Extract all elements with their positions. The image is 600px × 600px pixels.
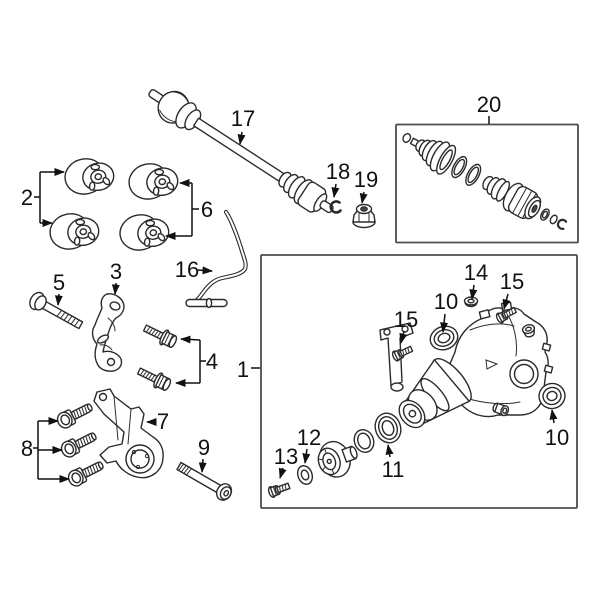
pinion-ring: [353, 429, 375, 453]
callout-label-3: 3: [110, 259, 122, 284]
callout-label-2: 2: [21, 185, 33, 210]
callout-label-7: 7: [157, 409, 169, 434]
cv-boot-kit: [402, 132, 568, 230]
callout-label-20: 20: [477, 92, 501, 117]
subframe-bushing: [46, 207, 103, 254]
subframe-bushing: [116, 208, 173, 255]
axle-output-seal-right: [538, 382, 566, 410]
callout-label-15-left: 15: [394, 307, 418, 332]
pinion-seal: [374, 412, 402, 444]
callout-label-1: 1: [237, 357, 249, 382]
callout-label-4: 4: [206, 349, 218, 374]
vent-tube: [185, 209, 248, 309]
rear-differential-housing: [379, 301, 554, 429]
callout-label-18: 18: [326, 159, 350, 184]
callout-label-11: 11: [382, 457, 405, 482]
callout-label-16: 16: [175, 257, 199, 282]
mount-bolt: [29, 291, 84, 330]
pinion-washer: [296, 465, 314, 485]
fill-plug: [463, 296, 479, 308]
callout-labels: 1 2 3 4 5 6 7 8 9 10 10 11 12 13 14 15 1…: [21, 92, 569, 482]
callout-label-17: 17: [231, 106, 255, 131]
subframe-bushing: [61, 152, 118, 199]
mount-bracket-bolt: [134, 363, 174, 394]
axle-output-seal-left: [429, 325, 459, 351]
drain-plug: [492, 402, 510, 417]
callout-label-6: 6: [201, 197, 213, 222]
bracket-socket-bolt: [54, 398, 96, 432]
breather-cap: [521, 324, 536, 338]
callout-label-5: 5: [53, 270, 65, 295]
axle-hub-nut: [352, 203, 376, 229]
bracket-socket-bolt: [65, 456, 107, 490]
through-bolt: [176, 461, 233, 501]
companion-flange: [317, 440, 358, 478]
callout-label-15-right: 15: [500, 269, 524, 294]
callout-label-12: 12: [297, 425, 321, 450]
callout-label-10-right: 10: [545, 425, 569, 450]
callout-label-19: 19: [354, 167, 378, 192]
bracket-socket-bolt: [58, 427, 100, 461]
cv-axle-assembly: [148, 89, 334, 214]
mount-bracket-bolt: [140, 320, 180, 351]
callout-label-8: 8: [21, 436, 33, 461]
callout-label-13: 13: [274, 444, 298, 469]
callout-label-10-left: 10: [434, 289, 458, 314]
differential-mount-bracket-rear: [93, 388, 164, 479]
subframe-bushing: [125, 157, 182, 204]
callout-label-9: 9: [198, 435, 210, 460]
axle-snap-ring: [329, 200, 342, 214]
differential-mount-bracket-front: [91, 293, 125, 372]
callout-label-14: 14: [464, 260, 488, 285]
leader-lines: [33, 116, 558, 483]
